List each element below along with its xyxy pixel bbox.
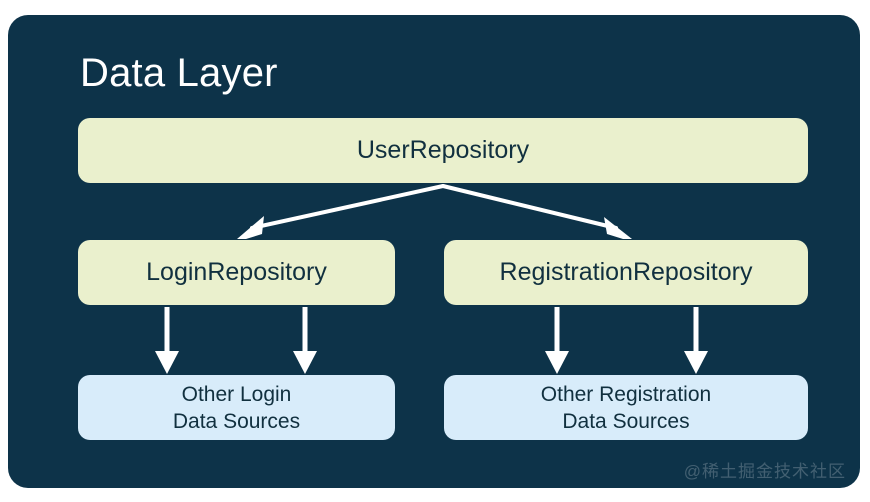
node-other-login-data-sources[interactable]: Other Login Data Sources	[78, 375, 395, 440]
node-user-repository-label: UserRepository	[356, 136, 530, 164]
page-title: Data Layer	[80, 51, 278, 95]
watermark: @稀土掘金技术社区	[683, 462, 846, 481]
node-login-repository-label: LoginRepository	[146, 258, 327, 286]
node-user-repository[interactable]: UserRepository	[78, 118, 808, 183]
node-login-repository[interactable]: LoginRepository	[78, 240, 395, 305]
node-other-registration-data-sources-label: Other Registration Data Sources	[540, 382, 712, 433]
node-registration-repository-label: RegistrationRepository	[499, 258, 753, 286]
node-other-login-data-sources-label: Other Login Data Sources	[172, 382, 301, 433]
node-other-registration-data-sources[interactable]: Other Registration Data Sources	[444, 375, 808, 440]
node-registration-repository[interactable]: RegistrationRepository	[444, 240, 808, 305]
